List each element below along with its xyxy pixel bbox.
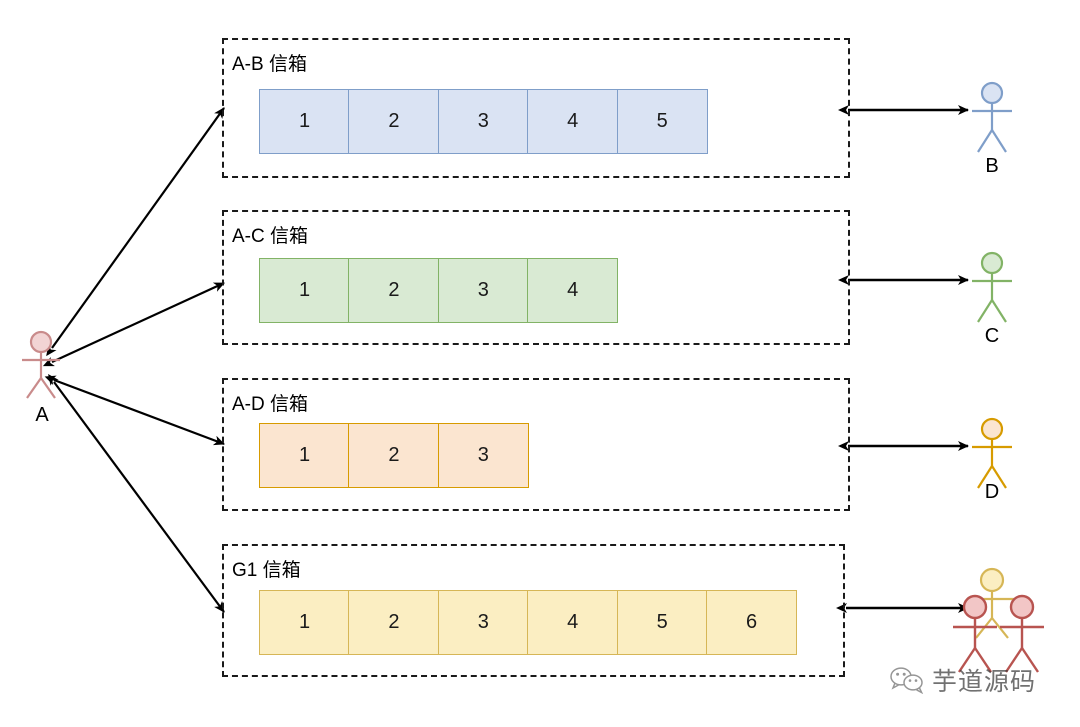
mailbox-title-g1: G1 信箱 [232,560,301,581]
slot-cell[interactable]: 3 [437,258,529,323]
mailbox-group-a-c[interactable]: A-C 信箱 [222,210,850,345]
watermark-text: 芋道源码 [932,667,1037,696]
slot-cell[interactable]: 3 [437,590,529,655]
slot-cell[interactable]: 2 [348,423,440,488]
arrow-a-to-ac [42,282,225,367]
slot-cell[interactable]: 4 [527,89,619,154]
mailbox-title-a-b: A-B 信箱 [232,54,307,75]
arrow-a-to-g1 [48,373,225,613]
slot-cell[interactable]: 5 [616,590,708,655]
actor-group-front-right-figure[interactable] [1000,594,1044,673]
mailbox-title-a-c: A-C 信箱 [232,226,309,247]
actor-d-label: D [984,481,1000,503]
actor-group-front-left-figure[interactable] [953,594,997,673]
slot-cell[interactable]: 2 [348,89,440,154]
actor-b-label: B [985,155,999,177]
actor-a-figure[interactable] [22,330,60,399]
slot-cell[interactable]: 1 [259,423,350,488]
watermark: 芋道源码 [890,662,1036,698]
mailbox-group-g1[interactable]: G1 信箱 [222,544,845,677]
slot-row-a-b: 1 2 3 4 5 [259,89,708,154]
actor-c-label: C [984,325,1000,347]
slot-cell[interactable]: 3 [437,89,529,154]
slot-cell[interactable]: 3 [437,423,529,488]
slot-row-a-d: 1 2 3 [259,423,529,488]
actor-group-back-figure[interactable] [970,567,1014,639]
actor-d-figure[interactable] [972,417,1012,489]
mailbox-group-a-d[interactable]: A-D 信箱 [222,378,850,511]
mailbox-group-a-b[interactable]: A-B 信箱 [222,38,850,178]
slot-cell[interactable]: 2 [348,590,440,655]
slot-row-a-c: 1 2 3 4 [259,258,619,323]
slot-cell[interactable]: 6 [706,590,798,655]
actor-a-label: A [35,404,49,426]
actor-b-figure[interactable] [972,81,1012,153]
slot-cell[interactable]: 2 [348,258,440,323]
slot-cell[interactable]: 1 [259,590,350,655]
slot-cell[interactable]: 1 [259,89,350,154]
slot-cell[interactable]: 5 [616,89,708,154]
mailbox-title-a-d: A-D 信箱 [232,394,309,415]
slot-row-g1: 1 2 3 4 5 6 [259,590,798,655]
slot-cell[interactable]: 4 [527,590,619,655]
slot-cell[interactable]: 4 [527,258,619,323]
wechat-icon [890,667,924,694]
actor-c-figure[interactable] [972,251,1012,323]
